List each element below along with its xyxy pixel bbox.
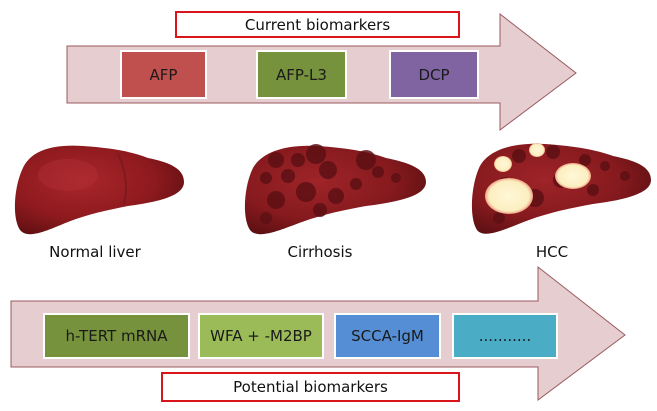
current-biomarkers-title: Current biomarkers [175, 11, 460, 38]
biomarker-box-dcp: DCP [389, 50, 479, 99]
current-biomarkers-title-text: Current biomarkers [244, 15, 391, 34]
biomarker-box-wfa-m2bp: WFA + -M2BP [198, 313, 324, 359]
potential-biomarkers-title: Potential biomarkers [161, 372, 460, 402]
biomarker-box-afp: AFP [120, 50, 207, 99]
biomarker-box-h-tert-mrna: h-TERT mRNA [43, 313, 190, 359]
stage-label-hcc: HCC [535, 243, 569, 261]
biomarker-box-more: ........... [452, 313, 558, 359]
biomarker-label: ........... [478, 327, 532, 345]
normal-liver-image [14, 145, 184, 235]
biomarker-label: AFP-L3 [276, 65, 327, 84]
cirrhosis-liver-image [244, 144, 426, 235]
stage-label-normal-liver: Normal liver [49, 243, 141, 261]
biomarker-label: DCP [418, 65, 450, 84]
biomarker-label: h-TERT mRNA [65, 327, 168, 345]
biomarker-box-afp-l3: AFP-L3 [256, 50, 347, 99]
potential-biomarkers-title-text: Potential biomarkers [233, 378, 388, 396]
stage-label-cirrhosis: Cirrhosis [287, 243, 353, 261]
biomarker-label: SCCA-IgM [351, 327, 424, 345]
biomarker-label: AFP [149, 65, 178, 84]
biomarker-label: WFA + -M2BP [210, 327, 312, 345]
hcc-liver-image [471, 143, 651, 234]
biomarker-box-scca-igm: SCCA-IgM [334, 313, 441, 359]
